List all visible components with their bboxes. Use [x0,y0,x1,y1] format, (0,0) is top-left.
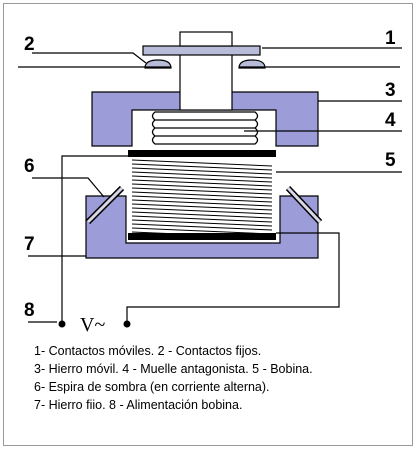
terminal-left [58,320,66,328]
contact-stem [179,47,233,111]
coil-turn [131,171,273,179]
moving-contact-bar [142,45,261,56]
legend-line-4: 7- Hierro fiio. 8 - Alimentación bobina. [34,398,243,412]
return-spring [151,111,259,145]
label-7: 7 [24,234,35,255]
legend-line-1: 1- Contactos móviles. 2 - Contactos fijo… [34,344,262,358]
coil-turn [131,231,273,239]
supply-wiring [61,155,340,323]
coil-bottom-plate [128,233,276,240]
shading-ring-left [85,185,125,225]
coil-turn [131,167,273,175]
legend-line-2: 3- Hierro móvil. 4 - Muelle antagonista.… [34,362,313,376]
label-6: 6 [24,156,35,177]
coil-turn [131,187,273,195]
coil-turn [131,175,273,183]
coil-windings [131,159,273,239]
coil-turn [131,199,273,207]
coil-turn [131,203,273,211]
coil-turn [131,211,273,219]
coil-turn [131,223,273,231]
label-1: 1 [385,28,396,49]
coil-turn [131,179,273,187]
coil-turn [131,219,273,227]
stem-cap [179,31,233,47]
label-5: 5 [385,150,396,171]
terminal-right [123,320,131,328]
coil-turn [131,163,273,171]
coil-turn [131,195,273,203]
fixed-contact-left [144,59,172,69]
legend-caption: 1- Contactos móviles. 2 - Contactos fijo… [34,342,414,414]
legend-line-3: 6- Espira de sombra (en corriente altern… [34,380,270,394]
label-2: 2 [24,34,35,55]
fixed-contact-right [238,59,266,69]
coil-turn [131,227,273,235]
coil-turn [131,159,273,167]
coil-turn [131,215,273,223]
supply-label: V~ [80,314,105,336]
coil-top-plate [128,150,276,157]
label-8: 8 [24,300,35,321]
shading-ring-right [285,185,323,225]
coil-turn [131,191,273,199]
label-4: 4 [385,110,396,131]
coil-turn [131,183,273,191]
coil-turn [131,207,273,215]
label-leaders [28,47,402,323]
moving-iron [91,91,319,147]
label-3: 3 [385,80,396,101]
